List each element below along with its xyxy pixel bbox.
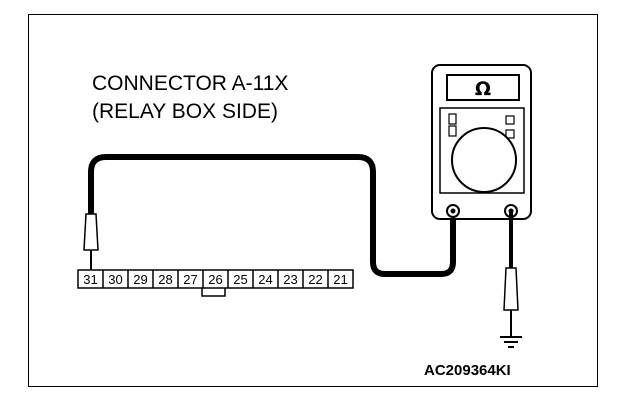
pin-label-22: 22 <box>308 272 322 287</box>
multimeter: Ω <box>431 64 532 220</box>
pin-label-24: 24 <box>258 272 272 287</box>
meter-display <box>446 74 520 101</box>
connector-probe <box>83 213 99 270</box>
pin-label-23: 23 <box>283 272 297 287</box>
pin-label-28: 28 <box>158 272 172 287</box>
pin-label-25: 25 <box>233 272 247 287</box>
connector-title-line1: CONNECTOR A-11X <box>92 72 289 95</box>
ground-symbol-icon <box>500 336 522 348</box>
selector-dial <box>451 127 517 193</box>
connector-pins: 31 30 29 28 27 26 25 24 23 22 21 <box>83 270 348 288</box>
connector-title-line2: (RELAY BOX SIDE) <box>92 100 278 123</box>
pin-label-31: 31 <box>83 272 97 287</box>
pin-label-26: 26 <box>208 272 222 287</box>
figure-code: AC209364KI <box>424 362 511 379</box>
pin-label-21: 21 <box>333 272 347 287</box>
pin-label-29: 29 <box>133 272 147 287</box>
test-lead-wire <box>88 154 456 277</box>
connector-title: CONNECTOR A-11X (RELAY BOX SIDE) <box>92 70 288 126</box>
figure-frame <box>28 14 598 387</box>
pin-label-27: 27 <box>183 272 197 287</box>
pin-label-30: 30 <box>108 272 122 287</box>
ohm-symbol: Ω <box>475 78 491 100</box>
connector-body: 31 30 29 28 27 26 25 24 23 22 21 <box>77 269 354 297</box>
ground-lead <box>503 211 519 336</box>
